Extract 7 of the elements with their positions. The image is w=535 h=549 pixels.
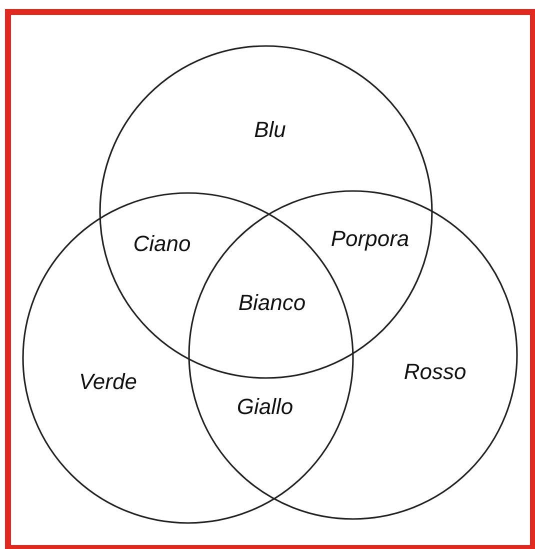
overlap-label: Bianco: [238, 290, 306, 316]
overlap-label: Porpora: [330, 226, 410, 252]
overlap-label: Giallo: [236, 394, 294, 420]
set-label: Rosso: [404, 359, 466, 385]
set-label: Blu: [254, 117, 286, 143]
overlap-label: Ciano: [133, 231, 191, 257]
set-label: Verde: [79, 369, 137, 395]
